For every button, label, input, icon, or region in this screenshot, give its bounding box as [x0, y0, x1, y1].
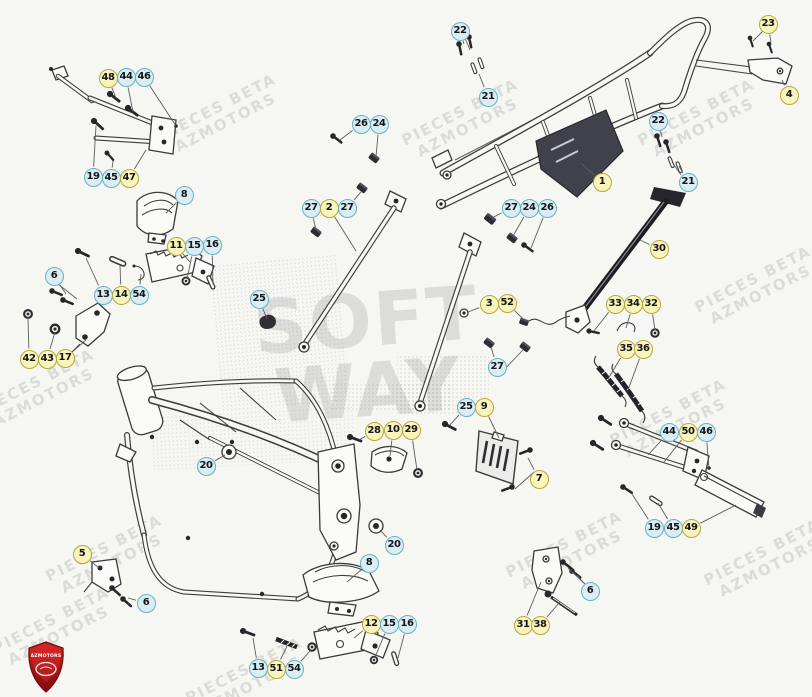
part-balloon-20[interactable]: 20 [384, 535, 404, 555]
part-balloon-47[interactable]: 47 [119, 168, 139, 188]
chain-slider-group [346, 433, 423, 478]
part-balloon-28[interactable]: 28 [364, 421, 384, 441]
part-balloon-17[interactable]: 17 [55, 348, 75, 368]
part-balloon-2[interactable]: 2 [319, 198, 339, 218]
part-balloon-21[interactable]: 21 [678, 172, 698, 192]
part-balloon-16[interactable]: 16 [202, 235, 222, 255]
part-balloon-44[interactable]: 44 [116, 67, 136, 87]
subframe-drawing [431, 17, 711, 210]
part-balloon-32[interactable]: 32 [641, 294, 661, 314]
part-balloon-35[interactable]: 35 [616, 339, 636, 359]
footpeg-left-group [48, 191, 217, 307]
guard-plate-group [440, 419, 534, 494]
part-balloon-27[interactable]: 27 [487, 357, 507, 377]
part-balloon-45[interactable]: 45 [101, 168, 121, 188]
part-balloon-50[interactable]: 50 [678, 422, 698, 442]
part-balloon-48[interactable]: 48 [98, 68, 118, 88]
part-balloon-22[interactable]: 22 [648, 111, 668, 131]
part-balloon-8[interactable]: 8 [174, 185, 194, 205]
part-balloon-20[interactable]: 20 [196, 456, 216, 476]
part-balloon-25[interactable]: 25 [249, 289, 269, 309]
part-balloon-24[interactable]: 24 [519, 198, 539, 218]
part-balloon-12[interactable]: 12 [361, 614, 381, 634]
part-balloon-19[interactable]: 19 [644, 518, 664, 538]
part-balloon-3[interactable]: 3 [479, 294, 499, 314]
part-balloon-27[interactable]: 27 [301, 198, 321, 218]
brace-right-drawing [414, 232, 482, 412]
part-balloon-13[interactable]: 13 [93, 285, 113, 305]
part-balloon-27[interactable]: 27 [501, 198, 521, 218]
part-balloon-24[interactable]: 24 [369, 114, 389, 134]
part-balloon-7[interactable]: 7 [529, 469, 549, 489]
part-balloon-4[interactable]: 4 [779, 85, 799, 105]
part-balloon-36[interactable]: 36 [633, 339, 653, 359]
part-balloon-30[interactable]: 30 [649, 239, 669, 259]
part-balloon-15[interactable]: 15 [184, 236, 204, 256]
logo-text: AZMOTORS [31, 653, 62, 659]
part-balloon-27[interactable]: 27 [337, 198, 357, 218]
part-balloon-42[interactable]: 42 [19, 349, 39, 369]
part-balloon-45[interactable]: 45 [663, 518, 683, 538]
part-balloon-31[interactable]: 31 [513, 615, 533, 635]
mount-bracket-31-38 [531, 546, 583, 617]
bracket-5-drawing [83, 558, 134, 609]
part-balloon-22[interactable]: 22 [450, 21, 470, 41]
part-balloon-54[interactable]: 54 [129, 285, 149, 305]
part-balloon-11[interactable]: 11 [166, 236, 186, 256]
part-balloon-46[interactable]: 46 [134, 67, 154, 87]
part-balloon-16[interactable]: 16 [397, 614, 417, 634]
kickstand-drawing [565, 187, 686, 334]
part-balloon-5[interactable]: 5 [72, 544, 92, 564]
part-balloon-38[interactable]: 38 [530, 615, 550, 635]
part-balloon-10[interactable]: 10 [383, 420, 403, 440]
leader-lines [27, 30, 786, 662]
part-balloon-8[interactable]: 8 [359, 553, 379, 573]
part-balloon-6[interactable]: 6 [580, 581, 600, 601]
part-balloon-26[interactable]: 26 [537, 198, 557, 218]
part-balloon-29[interactable]: 29 [401, 420, 421, 440]
stand-mount-hardware [528, 315, 660, 338]
part-balloon-14[interactable]: 14 [111, 285, 131, 305]
azmotors-shield-logo: AZMOTORS [28, 641, 64, 693]
footpeg-bottom-group [239, 562, 400, 667]
part-balloon-26[interactable]: 26 [351, 114, 371, 134]
part-balloon-6[interactable]: 6 [44, 266, 64, 286]
rear-support-bracket-drawing [695, 57, 793, 85]
part-balloon-13[interactable]: 13 [248, 658, 268, 678]
part-balloon-43[interactable]: 43 [37, 349, 57, 369]
part-balloon-9[interactable]: 9 [474, 397, 494, 417]
part-balloon-15[interactable]: 15 [379, 614, 399, 634]
part-balloon-34[interactable]: 34 [623, 294, 643, 314]
part-balloon-19[interactable]: 19 [83, 167, 103, 187]
part-balloon-44[interactable]: 44 [659, 422, 679, 442]
part-balloon-1[interactable]: 1 [592, 172, 612, 192]
part-balloon-6[interactable]: 6 [136, 593, 156, 613]
brace-left-drawing [298, 190, 407, 353]
part-balloon-54[interactable]: 54 [284, 659, 304, 679]
part-balloon-52[interactable]: 52 [497, 293, 517, 313]
part-balloon-51[interactable]: 51 [266, 659, 286, 679]
passenger-bracket-left [49, 65, 178, 163]
part-balloon-49[interactable]: 49 [681, 518, 701, 538]
part-balloon-25[interactable]: 25 [456, 397, 476, 417]
main-frame-drawing [115, 365, 384, 602]
brace-hardware [259, 132, 536, 353]
part-balloon-21[interactable]: 21 [478, 87, 498, 107]
part-balloon-23[interactable]: 23 [758, 14, 778, 34]
part-balloon-33[interactable]: 33 [605, 294, 625, 314]
part-balloon-46[interactable]: 46 [696, 422, 716, 442]
